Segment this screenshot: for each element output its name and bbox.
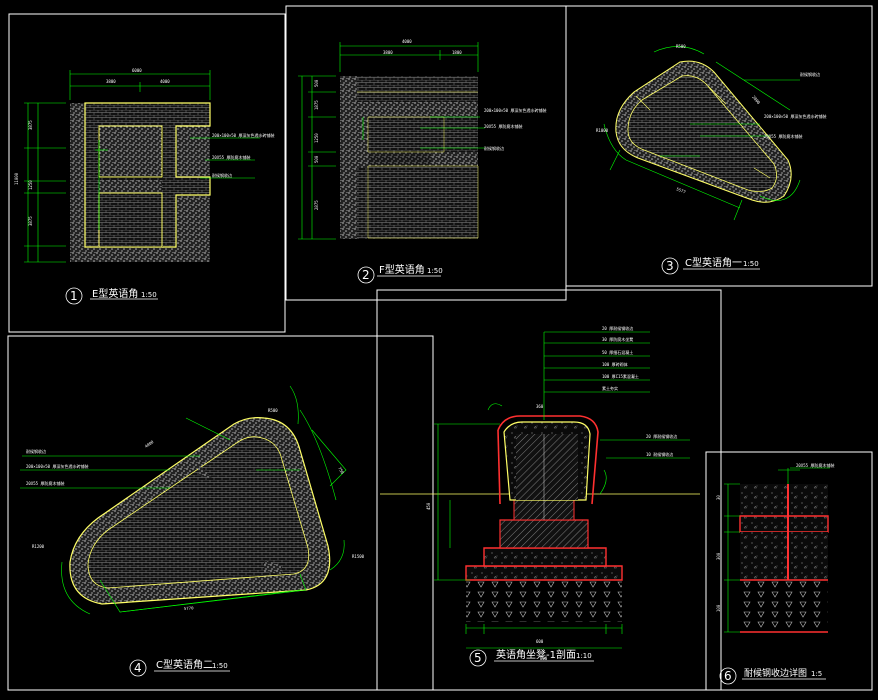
- svg-text:1250: 1250: [314, 133, 319, 143]
- svg-text:1:10: 1:10: [576, 652, 592, 660]
- svg-text:20X55 厚防腐木铺装: 20X55 厚防腐木铺装: [484, 123, 522, 129]
- svg-text:2: 2: [362, 268, 370, 282]
- svg-text:R1500: R1500: [352, 554, 365, 559]
- svg-text:耐候钢收边: 耐候钢收边: [212, 172, 232, 178]
- svg-text:4000: 4000: [402, 39, 412, 44]
- svg-text:5: 5: [474, 651, 482, 665]
- svg-text:20 厚耐候钢收边: 20 厚耐候钢收边: [602, 325, 633, 331]
- svg-text:30 厚防腐木坐凳: 30 厚防腐木坐凳: [602, 336, 633, 342]
- svg-text:C型英语角一: C型英语角一: [685, 256, 742, 269]
- svg-text:750: 750: [337, 466, 345, 475]
- svg-text:英语角坐凳-1剖面: 英语角坐凳-1剖面: [496, 648, 576, 661]
- svg-text:100 厚C15素混凝土: 100 厚C15素混凝土: [602, 373, 639, 379]
- svg-text:R1200: R1200: [32, 544, 45, 549]
- svg-text:2800: 2800: [751, 94, 761, 105]
- svg-text:4000: 4000: [144, 439, 155, 449]
- svg-text:200×100×50 厚深灰色透水砖铺装: 200×100×50 厚深灰色透水砖铺装: [26, 463, 89, 469]
- svg-text:R1000: R1000: [596, 128, 609, 133]
- drawing-f-plan: 4000 3800 1800 500 1875 1250 500 2875 200×…: [298, 39, 547, 284]
- svg-text:800: 800: [540, 656, 548, 661]
- svg-text:1800: 1800: [452, 50, 462, 55]
- title-4: 4 C型英语角二 1:50: [129, 658, 230, 677]
- svg-text:R500: R500: [676, 44, 686, 49]
- svg-text:1:50: 1:50: [743, 260, 759, 268]
- svg-text:耐候钢收边详图: 耐候钢收边详图: [744, 667, 807, 679]
- svg-text:耐候钢收边: 耐候钢收边: [484, 145, 504, 151]
- svg-text:3875: 3875: [28, 120, 33, 130]
- svg-text:200×100×50 厚深灰色透水砖铺装: 200×100×50 厚深灰色透水砖铺装: [212, 132, 275, 138]
- frame-3: [565, 5, 873, 287]
- title-2: 2 F型英语角 1:50: [357, 263, 443, 284]
- svg-text:100 厚砖砌体: 100 厚砖砌体: [602, 361, 628, 367]
- svg-text:R500: R500: [268, 408, 278, 413]
- svg-text:20X55 厚防腐木铺装: 20X55 厚防腐木铺装: [764, 133, 802, 139]
- frame-5: [376, 289, 722, 691]
- svg-text:5577: 5577: [676, 186, 687, 194]
- svg-text:1:50: 1:50: [141, 291, 157, 299]
- svg-text:1:5: 1:5: [811, 670, 822, 678]
- svg-text:1250: 1250: [28, 180, 33, 190]
- svg-text:20X55 厚防腐木铺装: 20X55 厚防腐木铺装: [26, 480, 64, 486]
- title-1: 1 E型英语角 1:50: [65, 287, 158, 305]
- drawing-c1-plan: 耐候钢收边 200×100×50 厚深灰色透水砖铺装 20X55 厚防腐木铺装 …: [596, 44, 827, 275]
- svg-text:耐候钢收边: 耐候钢收边: [800, 71, 820, 77]
- svg-text:1: 1: [70, 289, 78, 303]
- svg-text:10 耐候钢收边: 10 耐候钢收边: [646, 451, 673, 457]
- svg-text:1:50: 1:50: [427, 267, 443, 275]
- svg-text:360: 360: [536, 404, 544, 409]
- drawing-edge-detail: 20X55 厚防腐木铺装 30 300 100 6 耐候钢收边详图 1:5: [716, 462, 834, 685]
- svg-text:300: 300: [716, 552, 721, 560]
- svg-text:1875: 1875: [314, 100, 319, 110]
- svg-text:1:50: 1:50: [212, 662, 228, 670]
- svg-text:4000: 4000: [160, 79, 170, 84]
- title-5: 5 英语角坐凳-1剖面 1:10: [469, 648, 594, 667]
- svg-text:3800: 3800: [383, 50, 393, 55]
- svg-text:20X55 厚防腐木铺装: 20X55 厚防腐木铺装: [796, 462, 834, 468]
- svg-text:E型英语角: E型英语角: [92, 287, 138, 300]
- svg-text:30: 30: [716, 495, 721, 500]
- svg-text:600: 600: [536, 639, 544, 644]
- svg-text:3800: 3800: [106, 79, 116, 84]
- svg-text:500: 500: [314, 155, 319, 163]
- svg-text:6000: 6000: [132, 68, 142, 73]
- title-6: 6 耐候钢收边详图 1:5: [719, 667, 826, 685]
- svg-text:11000: 11000: [14, 172, 19, 185]
- svg-text:20 厚耐候钢收边: 20 厚耐候钢收边: [646, 433, 677, 439]
- svg-text:素土夯实: 素土夯实: [602, 385, 618, 391]
- svg-text:F型英语角: F型英语角: [379, 263, 425, 276]
- svg-text:2875: 2875: [314, 200, 319, 210]
- svg-text:20X55 厚防腐木铺装: 20X55 厚防腐木铺装: [212, 154, 250, 160]
- drawing-c2-plan: 耐候钢收边 200×100×50 厚深灰色透水砖铺装 20X55 厚防腐木铺装 …: [20, 385, 365, 677]
- svg-text:500: 500: [314, 79, 319, 87]
- frame-6: [705, 451, 873, 691]
- frame-4: [7, 335, 434, 691]
- svg-text:200×100×50 厚深灰色透水砖铺装: 200×100×50 厚深灰色透水砖铺装: [764, 113, 827, 119]
- svg-text:100: 100: [716, 604, 721, 612]
- svg-text:3: 3: [666, 259, 674, 273]
- svg-text:C型英语角二: C型英语角二: [156, 658, 213, 671]
- svg-text:50 厚细石混凝土: 50 厚细石混凝土: [602, 349, 633, 355]
- svg-text:200×100×50 厚深灰色透水砖铺装: 200×100×50 厚深灰色透水砖铺装: [484, 107, 547, 113]
- title-3: 3 C型英语角一 1:50: [661, 256, 760, 275]
- drawing-seat-section: 20 厚耐候钢收边 30 厚防腐木坐凳 50 厚细石混凝土 100 厚砖砌体 1…: [380, 325, 700, 667]
- svg-text:6: 6: [724, 669, 732, 683]
- svg-text:5770: 5770: [184, 605, 195, 611]
- frame-1: [8, 13, 286, 333]
- svg-text:耐候钢收边: 耐候钢收边: [26, 448, 46, 454]
- svg-text:450: 450: [426, 502, 431, 510]
- svg-text:3875: 3875: [28, 216, 33, 226]
- drawing-e-plan: 6000 3800 4000 11000 3875 1250 3875 200×10…: [14, 68, 275, 305]
- svg-text:4: 4: [134, 661, 142, 675]
